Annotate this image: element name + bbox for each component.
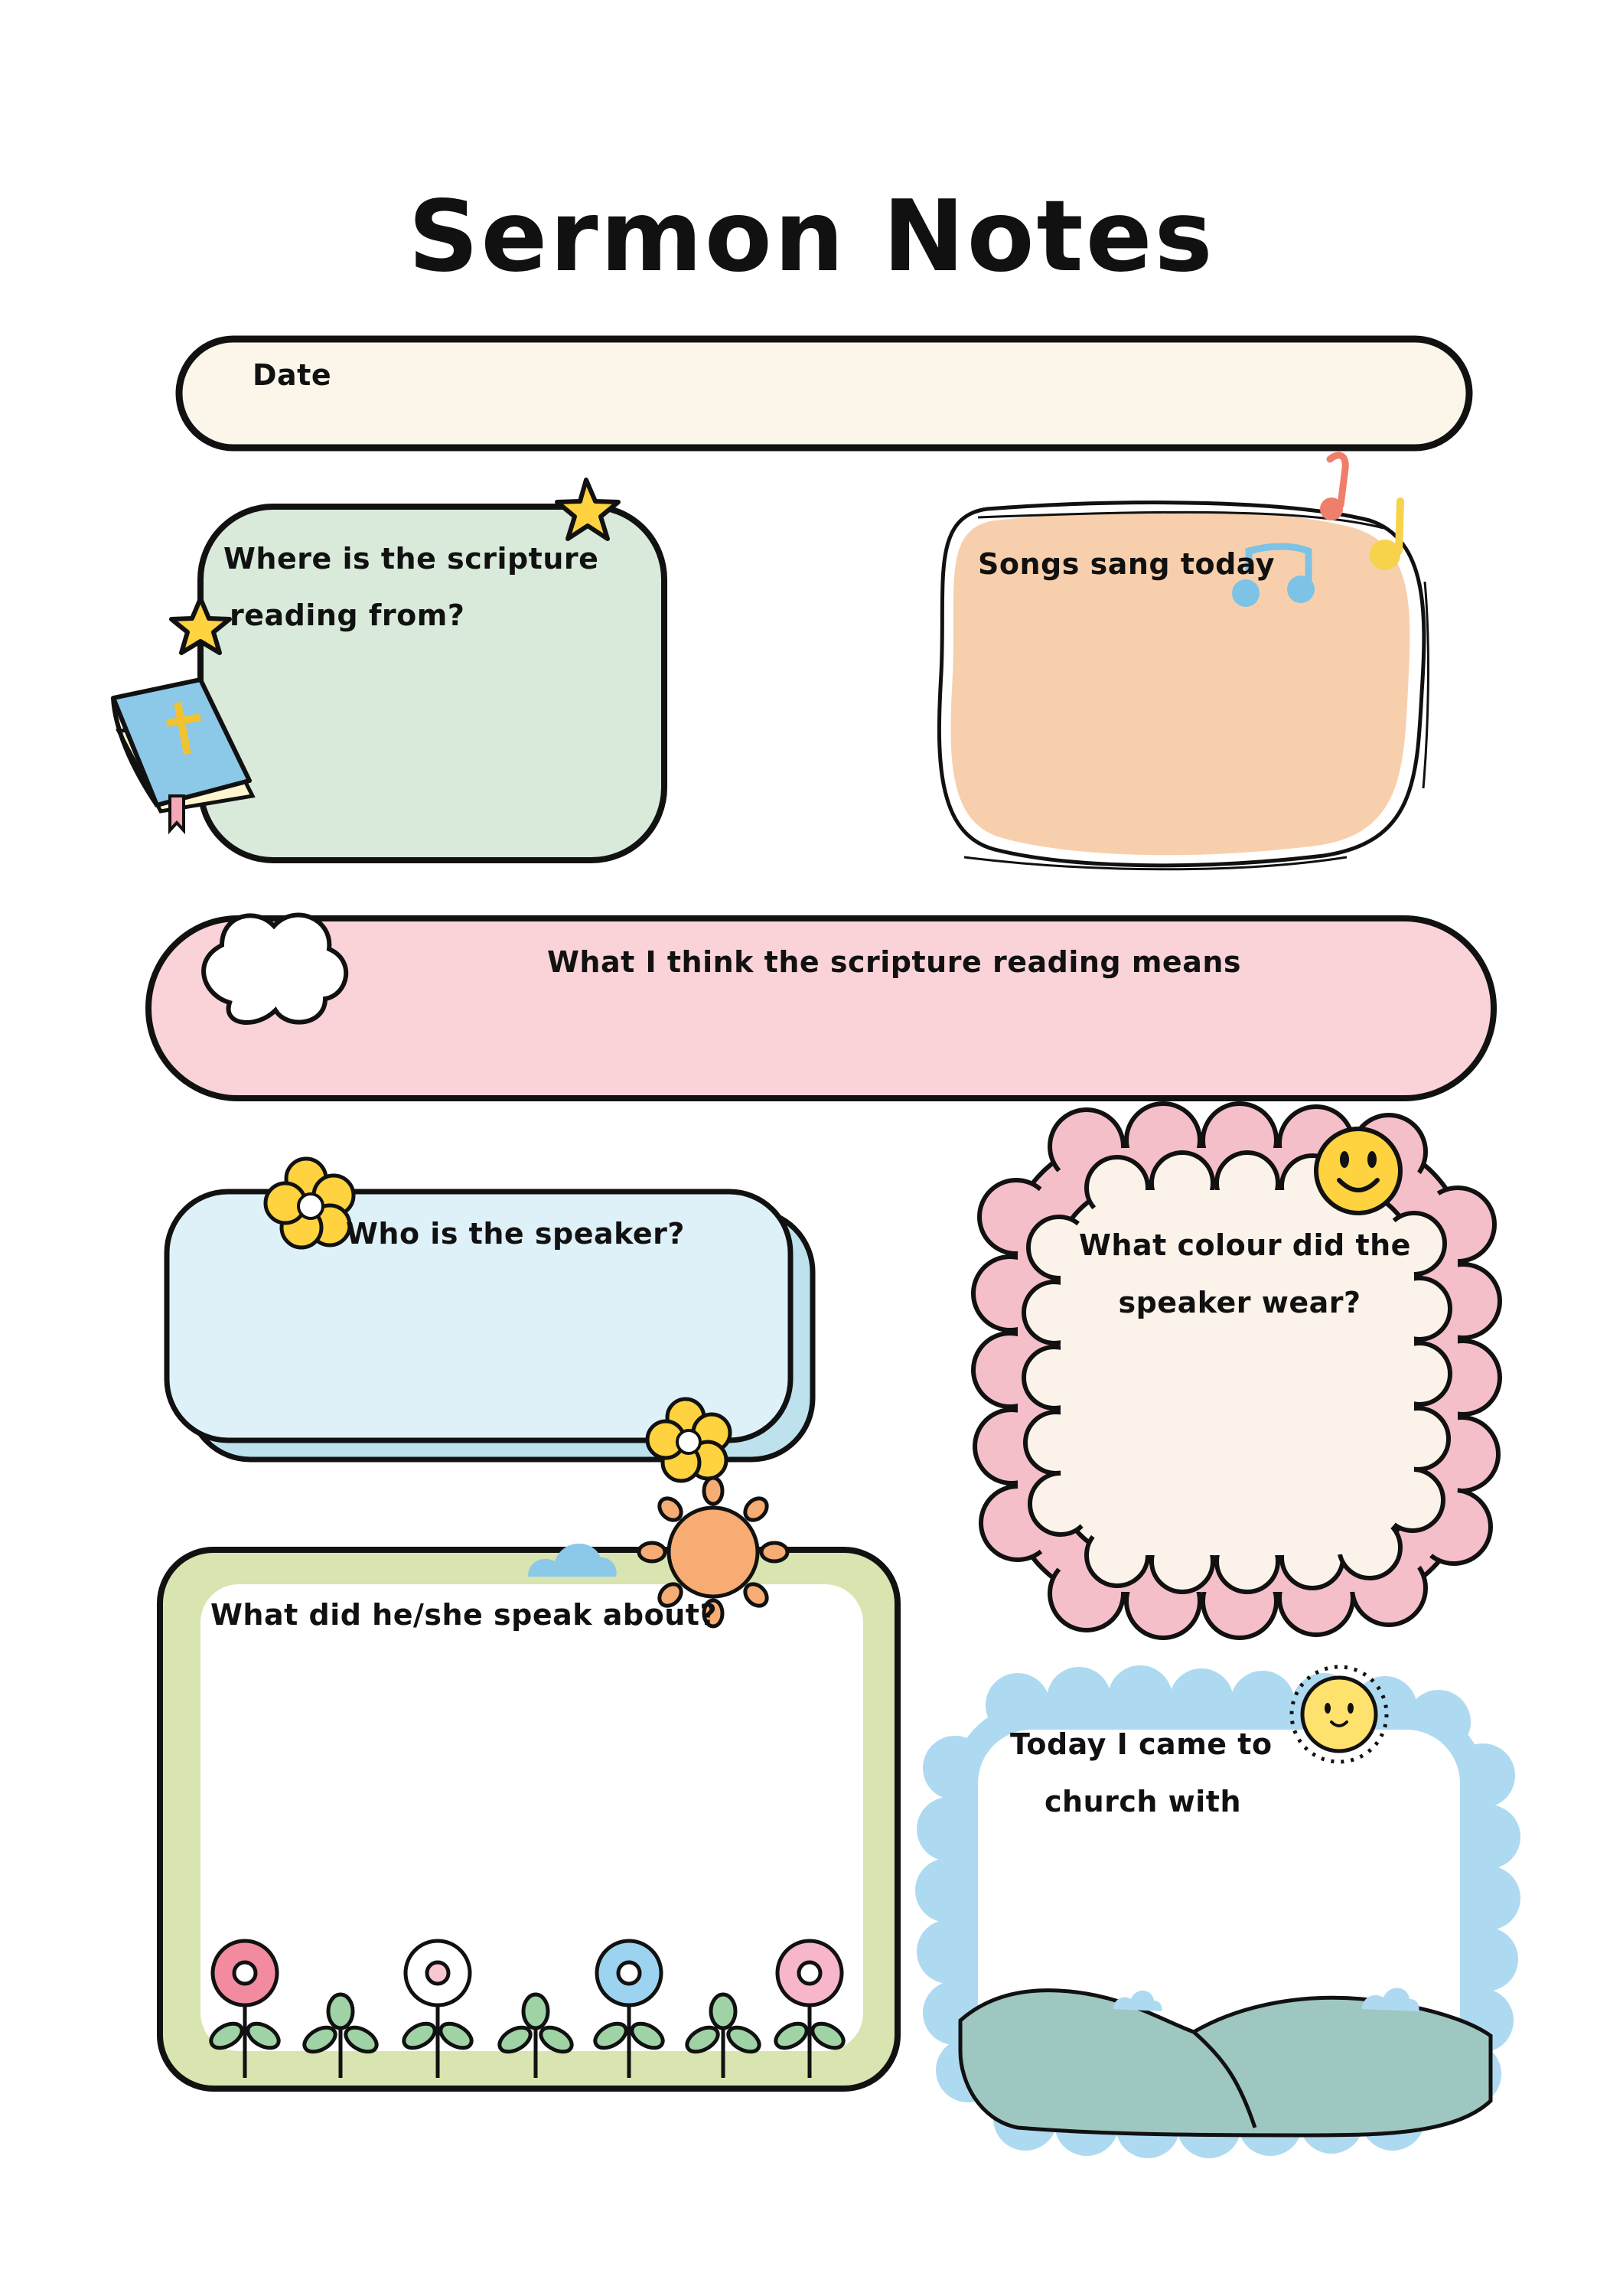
- songs-label: Songs sang today: [978, 547, 1276, 581]
- cloud-icon: [1113, 1990, 1162, 2011]
- came-with-line1: Today I came to: [1010, 1727, 1273, 1761]
- sun-icon: [637, 1476, 790, 1629]
- sun-icon: [1289, 1665, 1389, 1764]
- came-with-line2: church with: [1045, 1785, 1242, 1818]
- star-icon: [169, 596, 232, 655]
- flower-icon: [645, 1397, 732, 1483]
- page-title: Sermon Notes: [408, 180, 1215, 294]
- meaning-label: What I think the scripture reading means: [547, 945, 1242, 979]
- meaning-box[interactable]: [145, 915, 1497, 1101]
- flower-icon: [263, 1156, 356, 1250]
- scripture-question-line1: Where is the scripture: [223, 542, 599, 576]
- cloud-icon: [201, 912, 349, 1025]
- date-field[interactable]: [175, 335, 1473, 452]
- music-note-icon: [1232, 543, 1315, 607]
- bible-icon: [111, 677, 256, 835]
- date-label: Date: [253, 358, 332, 392]
- cloud-icon: [528, 1543, 617, 1577]
- colour-question-line1: What colour did the: [1079, 1228, 1411, 1262]
- music-note-icon: [1370, 497, 1404, 570]
- speak-about-box[interactable]: [200, 1584, 863, 2051]
- colour-question-line2: speaker wear?: [1118, 1286, 1361, 1319]
- speaker-question: Who is the speaker?: [346, 1217, 685, 1251]
- speak-about-question: What did he/she speak about?: [210, 1598, 717, 1632]
- flower-row: [209, 1939, 846, 2078]
- star-icon: [555, 478, 621, 541]
- cloud-icon: [1362, 1988, 1419, 2011]
- speaker-box[interactable]: [164, 1189, 794, 1443]
- scripture-question-line2: reading from?: [230, 598, 465, 632]
- smiley-icon: [1314, 1127, 1403, 1215]
- music-note-icon: [1320, 452, 1349, 520]
